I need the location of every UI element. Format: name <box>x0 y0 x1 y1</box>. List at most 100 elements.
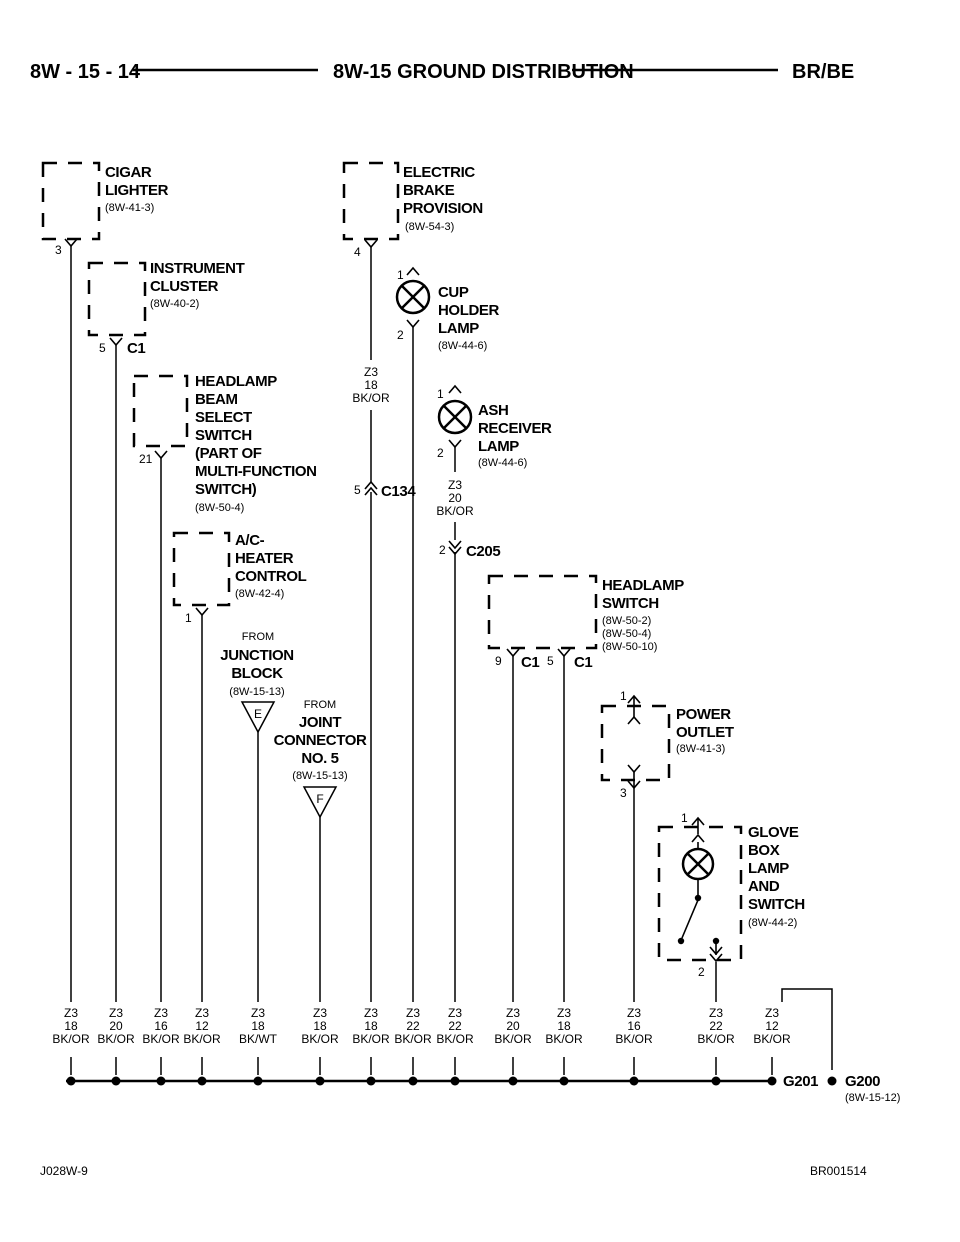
connector-c205: 2 C205 <box>439 540 501 560</box>
svg-text:E: E <box>254 707 262 721</box>
footer-code-right: BR001514 <box>810 1164 867 1178</box>
svg-text:9: 9 <box>495 654 502 668</box>
svg-text:2: 2 <box>437 446 444 460</box>
glove-box-contacts <box>677 894 720 945</box>
svg-text:2: 2 <box>397 328 404 342</box>
svg-text:(8W-44-6): (8W-44-6) <box>438 340 487 352</box>
ground-g200: G200 <box>845 1073 880 1090</box>
ground-g200-dot <box>827 1076 837 1086</box>
splice-dot <box>315 1076 325 1086</box>
svg-text:1: 1 <box>620 689 627 703</box>
model-code: BR/BE <box>792 61 854 83</box>
svg-text:2: 2 <box>698 965 705 979</box>
svg-text:(8W-40-2): (8W-40-2) <box>150 298 199 310</box>
glove-box-symbol <box>681 818 723 963</box>
splice-dot <box>197 1076 207 1086</box>
svg-text:(8W-41-3): (8W-41-3) <box>105 202 154 214</box>
ground-g201: G201 <box>783 1073 818 1090</box>
svg-text:1: 1 <box>681 811 688 825</box>
glove-box-box <box>657 825 743 962</box>
svg-text:3: 3 <box>620 786 627 800</box>
footer-code-left: J028W-9 <box>40 1164 88 1178</box>
ground-g200-ref: (8W-15-12) <box>845 1092 900 1104</box>
svg-text:1: 1 <box>437 387 444 401</box>
ground-dots <box>66 1076 837 1086</box>
svg-text:C205: C205 <box>466 543 500 560</box>
svg-text:(8W-50-2)(8W-50-4)(8W-50-10): (8W-50-2)(8W-50-4)(8W-50-10) <box>602 615 657 653</box>
svg-text:1: 1 <box>397 268 404 282</box>
headlamp-switch-box <box>487 574 598 650</box>
electric-brake-box <box>342 161 400 241</box>
power-outlet-box <box>600 704 671 782</box>
svg-text:(8W-41-3): (8W-41-3) <box>676 743 725 755</box>
beam-select-label: HEADLAMP BEAM SELECT SWITCH (PART OF MUL… <box>139 373 320 514</box>
splice-dot <box>450 1076 460 1086</box>
connector-c134: 5 C134 <box>354 480 417 500</box>
ash-receiver-lamp-symbol <box>437 399 473 435</box>
power-outlet-symbol <box>627 696 641 788</box>
splice-dot <box>629 1076 639 1086</box>
svg-text:C1: C1 <box>574 654 592 671</box>
splice-dot <box>559 1076 569 1086</box>
header: 8W - 15 - 14 8W-15 GROUND DISTRIBUTION B… <box>30 61 854 83</box>
cigar-lighter-box <box>41 161 101 241</box>
svg-text:(8W-44-2): (8W-44-2) <box>748 917 797 929</box>
svg-text:1: 1 <box>185 611 192 625</box>
svg-text:C134: C134 <box>381 483 416 500</box>
glove-box-label: GLOVE BOX LAMP AND SWITCH (8W-44-2) 1 2 <box>681 811 805 979</box>
svg-text:2: 2 <box>439 543 446 557</box>
svg-text:(8W-42-4): (8W-42-4) <box>235 588 284 600</box>
svg-text:21: 21 <box>139 452 153 466</box>
svg-text:C1: C1 <box>127 340 145 357</box>
svg-text:(8W-54-3): (8W-54-3) <box>405 221 454 233</box>
svg-text:C1: C1 <box>521 654 539 671</box>
svg-text:3: 3 <box>55 243 62 257</box>
ac-heater-box <box>172 531 231 607</box>
svg-text:(8W-50-4): (8W-50-4) <box>195 502 244 514</box>
svg-text:(8W-44-6): (8W-44-6) <box>478 457 527 469</box>
svg-text:5: 5 <box>99 341 106 355</box>
splice-dot <box>66 1076 76 1086</box>
svg-text:5: 5 <box>354 483 361 497</box>
svg-text:HEADLAMP BEAM SELE: HEADLAMP BEAM SELECT SWITCH (PART OF MUL… <box>195 373 320 498</box>
splice-e: E <box>240 701 276 734</box>
svg-text:F: F <box>316 792 323 806</box>
splice-dot <box>408 1076 418 1086</box>
beam-select-box <box>132 374 189 448</box>
instrument-cluster-box <box>87 261 147 337</box>
svg-text:GLOVE BOX LAMP: GLOVE BOX LAMP AND SWITCH <box>748 824 805 913</box>
svg-text:(8W-15-13): (8W-15-13) <box>229 686 284 698</box>
splice-dot <box>508 1076 518 1086</box>
splice-dot <box>156 1076 166 1086</box>
